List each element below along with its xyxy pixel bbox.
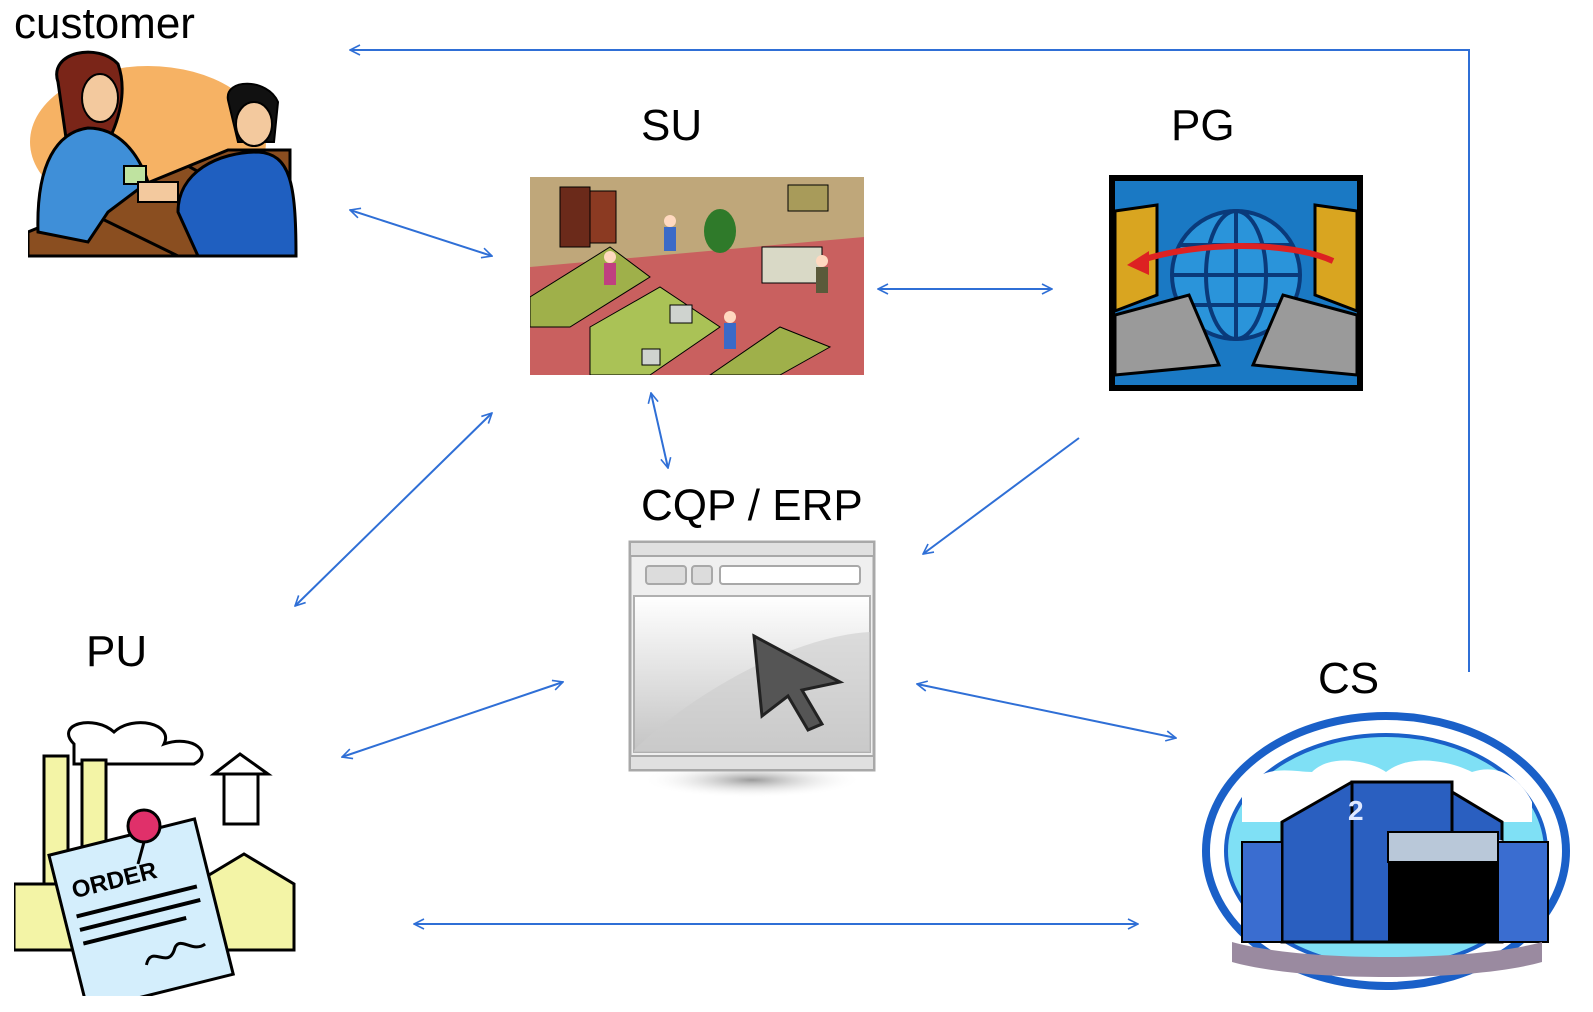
warehouse-clipart-icon: 2 4 3 — [1202, 712, 1570, 990]
arrow-customer-su — [350, 210, 492, 256]
arrow-su-cqp-erp — [651, 393, 668, 468]
factory-order-clipart-icon: ORDER — [14, 721, 296, 996]
su-label: SU — [641, 101, 703, 150]
cqp-erp-label: CQP / ERP — [641, 481, 863, 530]
office-scene-clipart-icon — [530, 177, 864, 375]
pu-label: PU — [86, 627, 148, 676]
pg-label: PG — [1171, 101, 1235, 150]
computers-exchange-globe-icon — [1109, 175, 1363, 391]
arrow-pg-to-cqp-erp — [923, 437, 1080, 554]
customer-service-clipart-icon — [28, 50, 298, 258]
arrow-pu-cqp-erp — [342, 682, 563, 757]
customer-label: customer — [14, 0, 195, 48]
cs-label: CS — [1318, 654, 1380, 703]
arrow-su-pu — [295, 413, 492, 606]
arrow-cqp-erp-cs — [917, 684, 1176, 738]
warehouse-number-2: 2 — [1348, 795, 1364, 826]
browser-window-cursor-icon — [628, 540, 876, 798]
arrow-cs-to-customer — [350, 50, 1470, 672]
